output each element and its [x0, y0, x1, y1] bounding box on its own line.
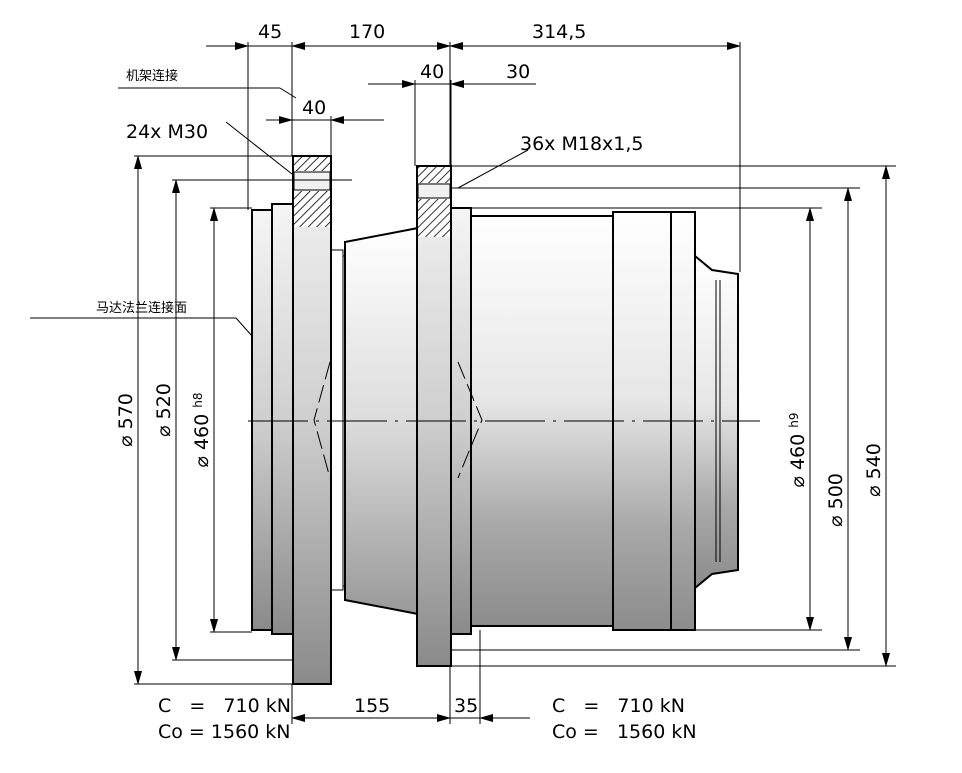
dimension-texts: 45 170 314,5 40 30 40 155 35 — [258, 21, 586, 717]
dim-155: 155 — [354, 695, 390, 717]
load-left-c: C = 710 kN — [158, 695, 291, 717]
dia-500: ⌀ 500 — [825, 473, 847, 527]
dim-314-5: 314,5 — [532, 21, 586, 43]
output-flange-bolt-hole — [417, 183, 451, 199]
frame-flange-bolt-hole — [293, 171, 331, 191]
label-bolts-left: 24x M30 — [126, 121, 208, 143]
dim-40-left: 40 — [302, 97, 326, 119]
frame-flange — [292, 155, 332, 685]
inner-ring-1 — [330, 249, 344, 591]
left-pilot — [271, 203, 295, 635]
label-frame-connection: 机架连接 — [126, 68, 178, 84]
load-right-co: Co = 1560 kN — [552, 721, 697, 743]
dia-540: ⌀ 540 — [863, 443, 885, 497]
frame-flange-bolt-section-bottom — [294, 191, 330, 227]
dia-460-h9: ⌀ 460 h9 — [787, 412, 809, 487]
dia-460-h8: ⌀ 460 h8 — [191, 392, 213, 467]
label-bolts-right: 36x M18x1,5 — [520, 133, 644, 155]
dim-45: 45 — [258, 21, 282, 43]
load-left-co: Co = 1560 kN — [158, 721, 291, 743]
output-flange-bolt-section-bottom — [418, 199, 450, 237]
motor-flange-plate — [251, 209, 273, 631]
output-flange-bolt-section-top — [418, 167, 450, 183]
leader-lines — [30, 87, 529, 337]
load-right-c: C = 710 kN — [552, 695, 685, 717]
dimension-lines — [134, 42, 890, 722]
load-ratings: C = 710 kN Co = 1560 kN C = 710 kN Co = … — [158, 695, 697, 743]
label-motor-flange-face: 马达法兰连接面 — [96, 300, 187, 316]
frame-flange-bolt-section-top — [294, 157, 330, 171]
extension-lines — [134, 42, 896, 724]
dim-35: 35 — [454, 695, 478, 717]
dia-570: ⌀ 570 — [115, 393, 137, 447]
gearbox-body — [248, 155, 760, 685]
dim-30: 30 — [506, 61, 530, 83]
dim-170: 170 — [349, 21, 385, 43]
break-line-right — [457, 361, 483, 479]
dia-520: ⌀ 520 — [153, 383, 175, 437]
break-line-left — [313, 361, 331, 479]
annotation-labels: 机架连接 马达法兰连接面 24x M30 36x M18x1,5 — [96, 68, 644, 316]
output-flange — [416, 165, 452, 667]
diameter-labels: ⌀ 570 ⌀ 520 ⌀ 460 h8 ⌀ 460 h9 ⌀ 500 ⌀ 54… — [115, 383, 885, 527]
dim-40-right: 40 — [420, 61, 444, 83]
